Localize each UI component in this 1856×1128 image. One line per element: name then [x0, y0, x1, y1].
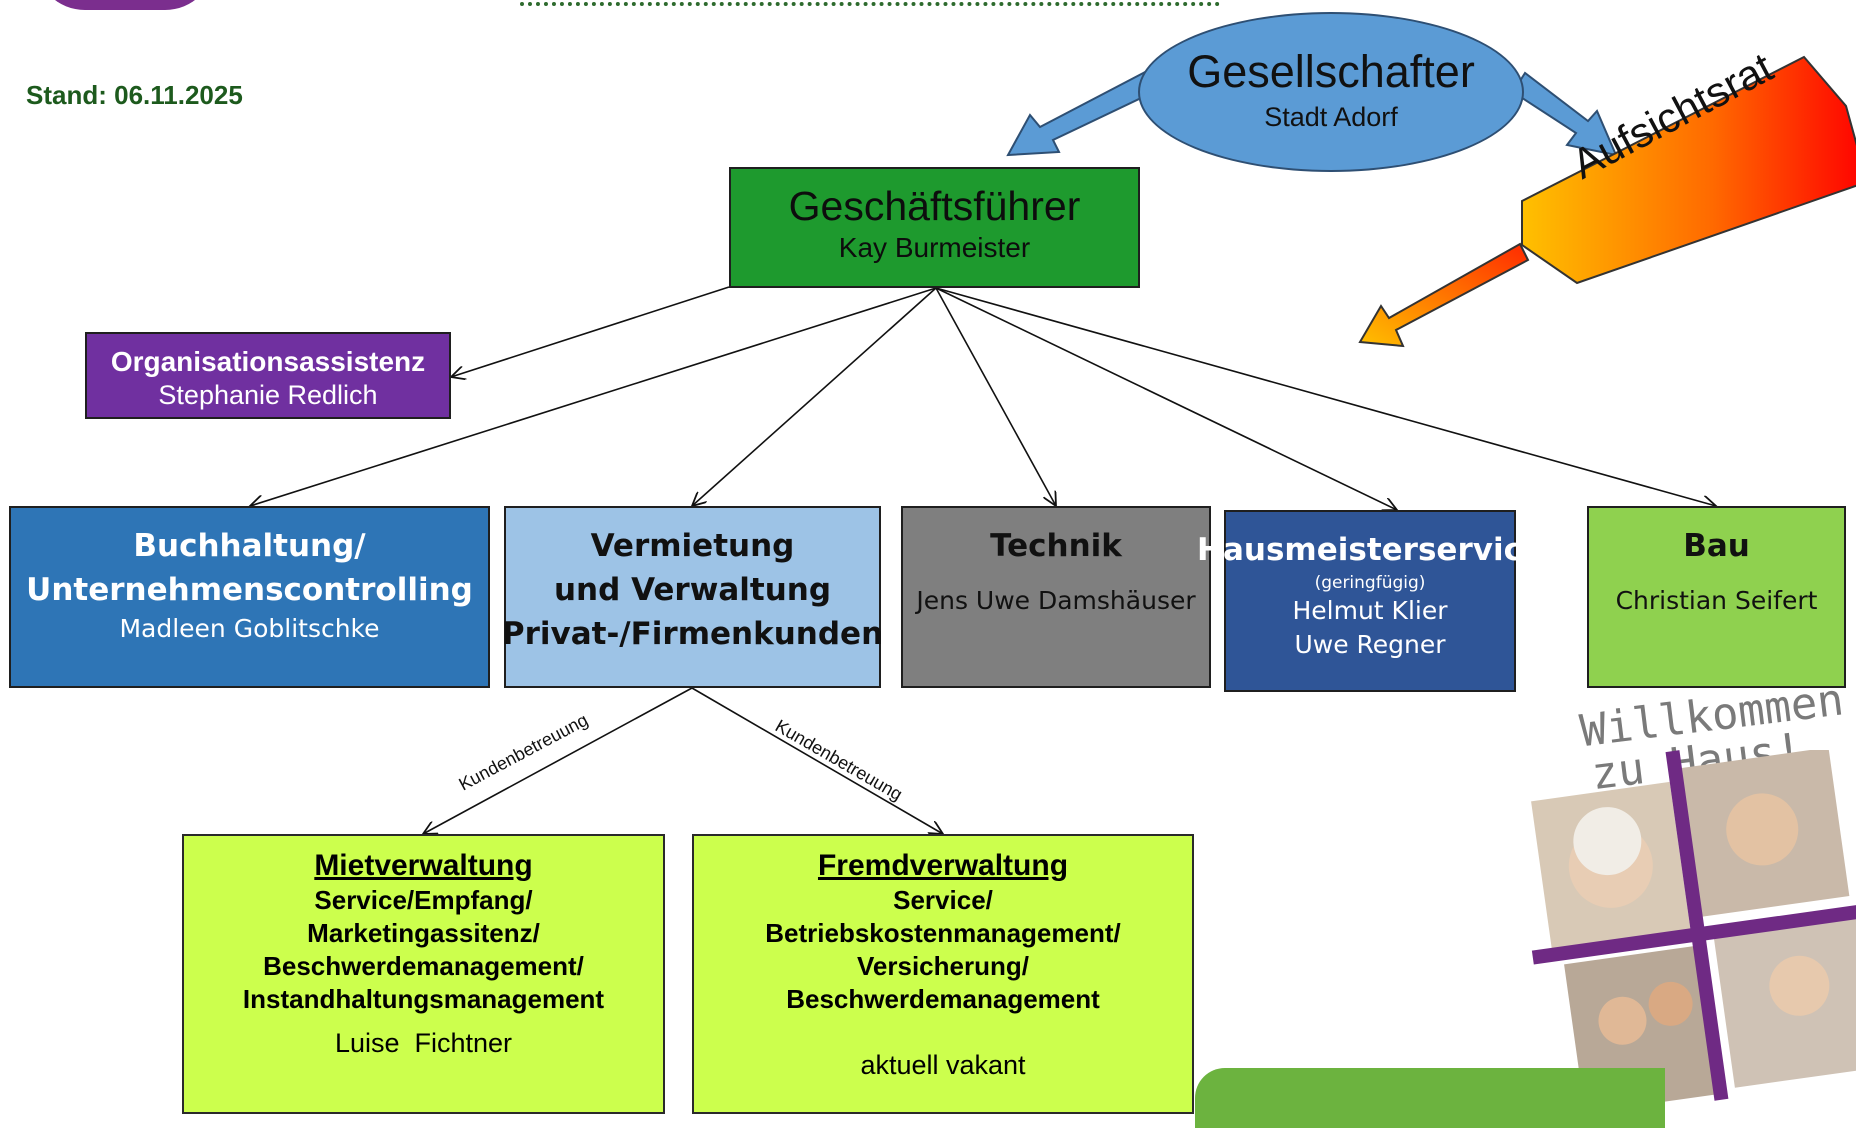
connector-to-mietverwaltung: [423, 687, 693, 834]
vermietung-node: Vermietung und Verwaltung Privat-/Firmen…: [501, 506, 884, 688]
geschaeftsfuehrer-name: Kay Burmeister: [838, 232, 1031, 263]
logo-fragment: [35, 0, 215, 10]
fremdverwaltung-person: aktuell vakant: [860, 1050, 1026, 1080]
gesellschafter-title: Gesellschafter: [1187, 46, 1475, 97]
organisationsassistenz-title: Organisationsassistenz: [110, 346, 426, 377]
hausmeister-note: (geringfügig): [1314, 573, 1426, 593]
mietverwaltung-line-2: Marketingassitenz/: [307, 918, 540, 948]
connector-to-technik: [935, 287, 1056, 506]
mietverwaltung-line-4: Instandhaltungsmanagement: [242, 984, 605, 1014]
mietverwaltung-title: Mietverwaltung: [314, 849, 533, 882]
bau-person: Christian Seifert: [1615, 586, 1818, 615]
header-fragment: [520, 0, 1220, 6]
buchhaltung-person: Madleen Goblitschke: [119, 614, 380, 643]
arrow-to-aufsichtsrat: [1511, 71, 1618, 157]
mietverwaltung-node: Mietverwaltung Service/Empfang/ Marketin…: [182, 834, 665, 1114]
buchhaltung-title-2: Unternehmenscontrolling: [26, 572, 473, 608]
geschaeftsfuehrer-node: Geschäftsführer Kay Burmeister: [729, 167, 1140, 288]
technik-title: Technik: [990, 528, 1122, 564]
geschaeftsfuehrer-title: Geschäftsführer: [788, 183, 1081, 229]
organisationsassistenz-node: Organisationsassistenz Stephanie Redlich: [85, 332, 451, 419]
connector-to-organisationsassistenz: [451, 286, 730, 377]
bau-title: Bau: [1683, 528, 1750, 564]
organisationsassistenz-name: Stephanie Redlich: [158, 380, 378, 410]
stand-date: Stand: 06.11.2025: [26, 80, 243, 110]
connector-to-bau: [935, 287, 1716, 506]
connector-to-buchhaltung: [250, 287, 937, 506]
fremdverwaltung-line-2: Betriebskostenmanagement/: [765, 918, 1121, 948]
vermietung-title-1: Vermietung: [590, 528, 795, 564]
vermietung-title-2: und Verwaltung: [553, 572, 832, 608]
connector-to-hausmeister: [935, 287, 1397, 510]
fremdverwaltung-line-3: Versicherung/: [857, 951, 1029, 981]
fremdverwaltung-title: Fremdverwaltung: [817, 849, 1069, 882]
technik-person: Jens Uwe Damshäuser: [916, 586, 1196, 615]
aufsichtsrat-banner: [1521, 55, 1856, 285]
mietverwaltung-line-1: Service/Empfang/: [314, 885, 533, 915]
fremdverwaltung-line-1: Service/: [893, 885, 993, 915]
fremdverwaltung-node: Fremdverwaltung Service/ Betriebskostenm…: [692, 834, 1194, 1114]
aufsichtsrat-arrow: [1358, 242, 1530, 348]
hausmeister-node: Hausmeisterservice (geringfügig) Helmut …: [1197, 510, 1543, 692]
connector-to-vermietung: [692, 287, 937, 506]
connector-to-fremdverwaltung: [691, 687, 943, 834]
fremdverwaltung-line-4: Beschwerdemanagement: [786, 984, 1100, 1014]
gesellschafter-name: Stadt Adorf: [1264, 102, 1398, 132]
arrow-to-geschaeftsfuehrer: [1006, 69, 1160, 157]
vermietung-title-3: Privat-/Firmenkunden: [501, 616, 884, 652]
mietverwaltung-line-3: Beschwerdemanagement/: [263, 951, 584, 981]
buchhaltung-title-1: Buchhaltung/: [133, 528, 366, 564]
hausmeister-person-1: Helmut Klier: [1292, 596, 1448, 625]
photo-collage: [1531, 750, 1856, 1102]
buchhaltung-node: Buchhaltung/ Unternehmenscontrolling Mad…: [9, 506, 490, 688]
connector-layer: [0, 55, 1856, 1102]
technik-node: Technik Jens Uwe Damshäuser: [901, 506, 1211, 688]
hausmeister-person-2: Uwe Regner: [1294, 630, 1446, 659]
mietverwaltung-person: Luise Fichtner: [334, 1028, 513, 1058]
bau-node: Bau Christian Seifert: [1587, 506, 1846, 688]
green-footer-bar: [1195, 1068, 1665, 1128]
hausmeister-title: Hausmeisterservice: [1197, 532, 1543, 568]
gesellschafter-node: Gesellschafter Stadt Adorf: [1138, 12, 1524, 172]
